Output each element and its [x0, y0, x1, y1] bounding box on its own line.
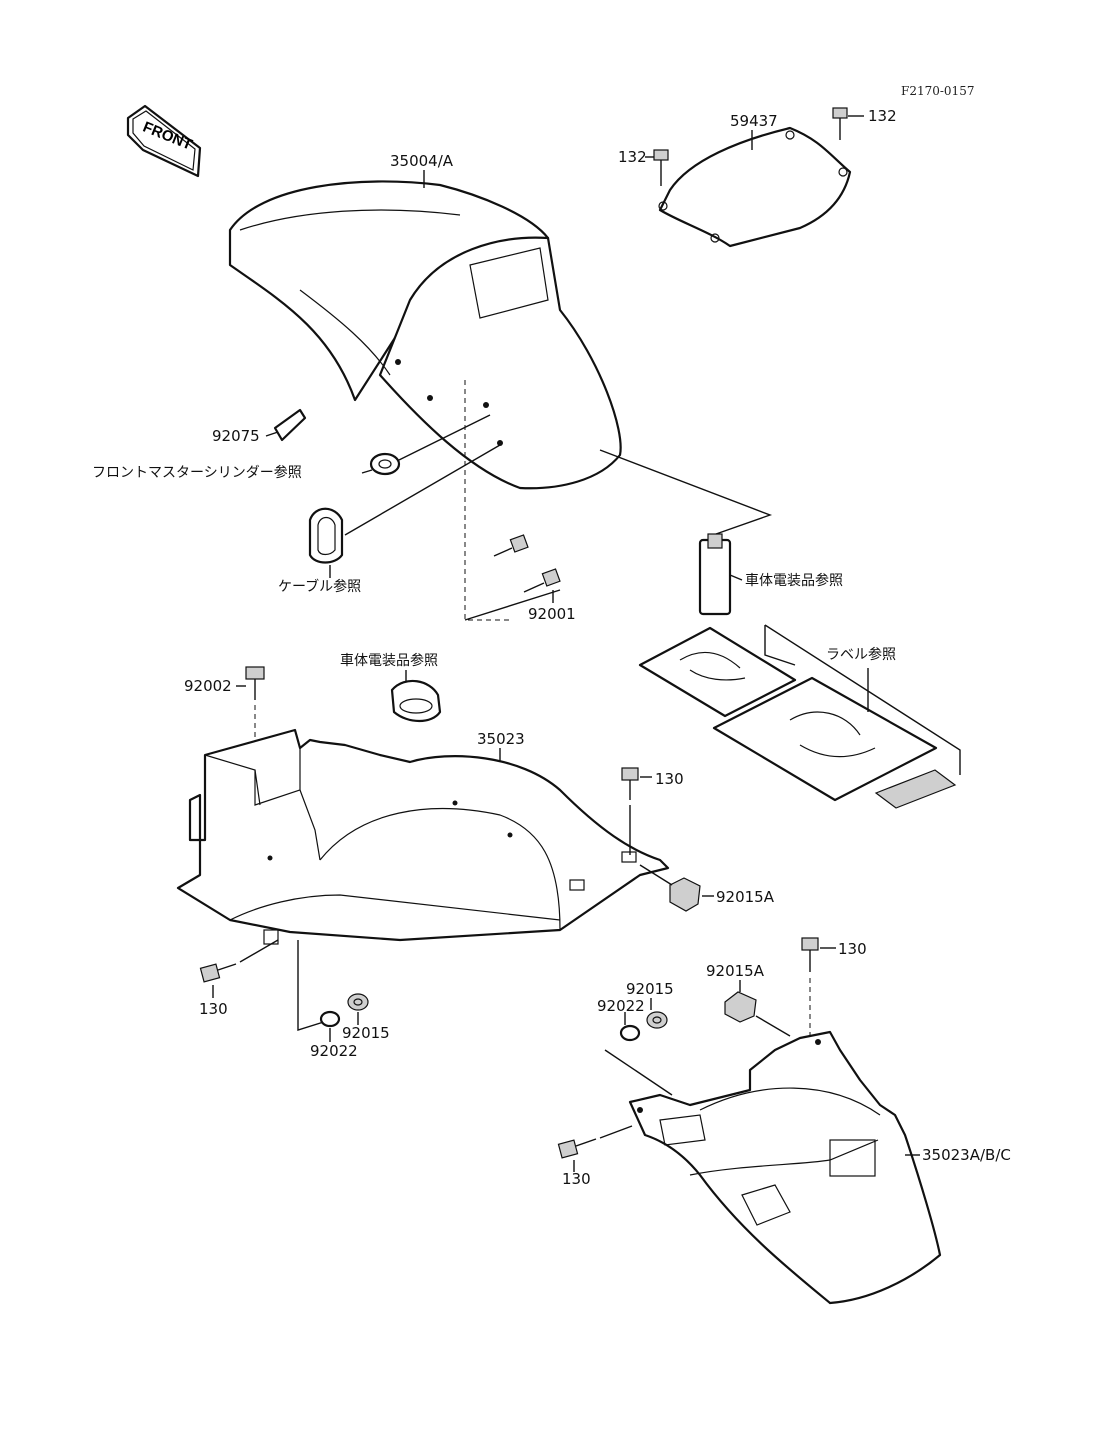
warning-label-large — [712, 676, 957, 809]
washer-92022-b — [619, 1024, 641, 1042]
rear-electrical-bracket — [390, 679, 442, 723]
bolt-130-a — [621, 767, 639, 800]
rear-fender — [176, 728, 670, 945]
label-bolt-130-c: 130 — [838, 940, 867, 958]
bolt-130-c — [801, 937, 819, 972]
label-nut-92015-b: 92015 — [626, 980, 674, 998]
nut-92015-a — [347, 993, 369, 1011]
label-ref-front-master-cylinder: フロントマスターシリンダー参照 — [92, 465, 302, 481]
label-ref-electrical-1: 車体電装品参照 — [745, 573, 843, 589]
cover-plate — [658, 126, 852, 248]
label-bolt-92002: 92002 — [184, 677, 232, 695]
front-direction-arrow: FRONT — [126, 104, 202, 178]
label-front-fender: 35004/A — [390, 152, 454, 170]
label-nut-92015-a: 92015 — [342, 1024, 390, 1042]
label-washer-92022-a: 92022 — [310, 1042, 358, 1060]
washer-92022-a — [319, 1010, 341, 1028]
front-fender — [228, 180, 622, 490]
label-washer-92022-b: 92022 — [597, 997, 645, 1015]
bolt-132-left — [653, 149, 669, 186]
nut-92015A-a — [669, 877, 701, 912]
bolt-130-b — [199, 963, 237, 983]
diagram-code: F2170-0157 — [901, 84, 975, 98]
label-pad-92075: 92075 — [212, 427, 260, 445]
label-bolt-132-left: 132 — [618, 148, 647, 166]
pad-92075 — [273, 408, 307, 442]
label-bolt-92001: 92001 — [528, 605, 576, 623]
brake-hose-clamp — [369, 414, 491, 476]
label-bolt-130-a: 130 — [655, 770, 684, 788]
nut-92015-b — [646, 1011, 668, 1029]
label-cover-plate: 59437 — [730, 112, 778, 130]
label-ref-cable: ケーブル参照 — [278, 579, 362, 595]
bolt-92001-lower — [523, 568, 561, 593]
cable-guide — [308, 444, 501, 564]
rear-fender-abc — [628, 1030, 942, 1305]
bolt-132-right — [832, 107, 848, 140]
label-rear-fender-abc: 35023A/B/C — [922, 1146, 1011, 1164]
label-ref-label: ラベル参照 — [826, 647, 896, 663]
label-bolt-130-b: 130 — [199, 1000, 228, 1018]
label-rear-fender: 35023 — [477, 730, 525, 748]
bolt-92001-upper — [493, 534, 529, 557]
bolt-130-d — [557, 1138, 597, 1159]
label-nut-92015A-a: 92015A — [716, 888, 774, 906]
relay-module — [698, 533, 743, 616]
label-bolt-132-right: 132 — [868, 107, 897, 125]
bolt-92002 — [245, 666, 265, 700]
nut-92015A-b — [724, 991, 757, 1023]
label-bolt-130-d: 130 — [562, 1170, 591, 1188]
label-nut-92015A-b: 92015A — [706, 962, 764, 980]
label-ref-electrical-2: 車体電装品参照 — [340, 653, 438, 669]
warning-label-small — [638, 626, 797, 718]
